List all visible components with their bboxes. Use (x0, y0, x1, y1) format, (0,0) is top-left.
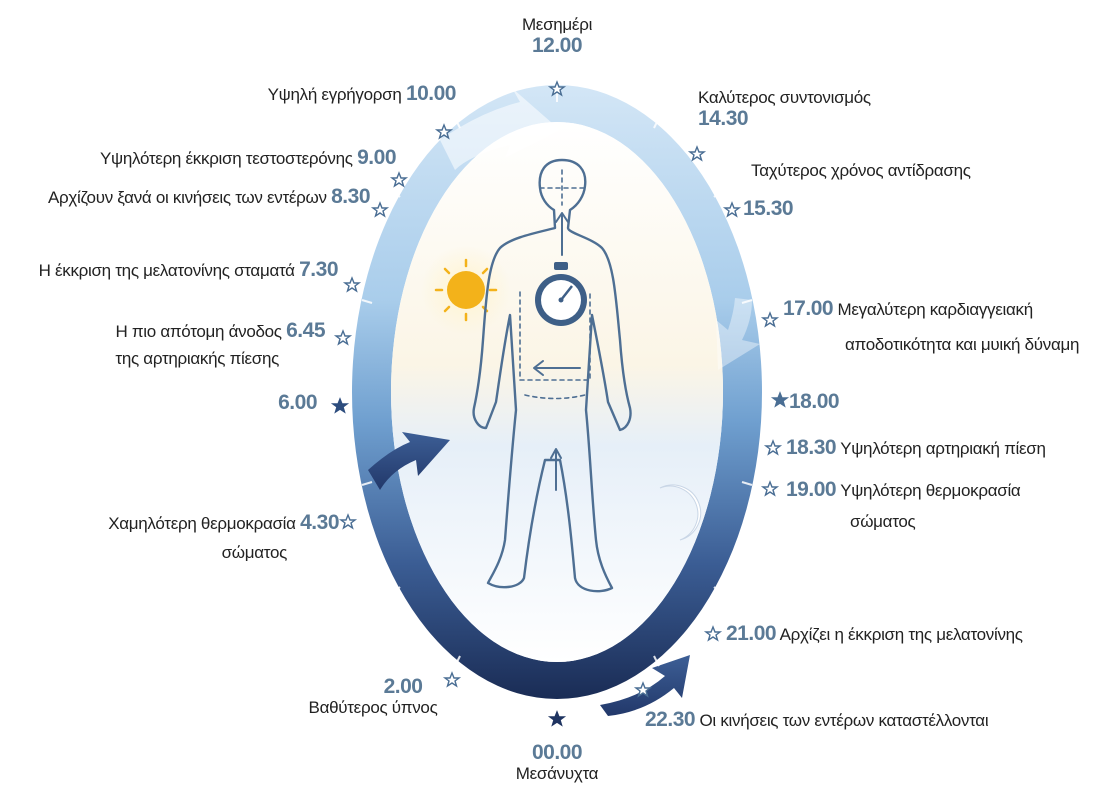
label-1000-time: 10.00 (406, 82, 456, 105)
star-marker-icon (706, 627, 720, 640)
sun-icon (421, 245, 511, 335)
star-marker-icon (690, 147, 704, 160)
label-1800: 18.00 (789, 391, 839, 413)
label-2100-time: 21.00 (726, 622, 776, 645)
star-marker-icon (333, 399, 347, 412)
label-noon-desc: Μεσημέρι (500, 14, 614, 35)
label-1430-time: 14.30 (698, 108, 871, 129)
label-2230-desc: Οι κινήσεις των εντέρων καταστέλλονται (700, 711, 989, 730)
label-1830-desc: Υψηλότερη αρτηριακή πίεση (840, 439, 1045, 458)
label-1900-line2: σώματος (850, 511, 915, 532)
label-0730: Η έκκριση της μελατονίνης σταματά 7.30 (39, 259, 338, 281)
label-0830: Αρχίζουν ξανά οι κινήσεις των εντέρων 8.… (48, 186, 370, 208)
label-1900-time: 19.00 (786, 478, 836, 501)
label-2100-desc: Αρχίζει η έκκριση της μελατονίνης (780, 625, 1023, 644)
star-marker-icon (341, 515, 355, 528)
label-1900-desc1: Υψηλότερη θερμοκρασία (840, 481, 1020, 500)
label-1700-line2: αποδοτικότητα και μυική δύναμη (845, 334, 1079, 355)
star-marker-icon (345, 278, 359, 291)
label-0645-time: 6.45 (286, 319, 325, 342)
label-midnight-time: 00.00 (490, 742, 624, 763)
label-2100: 21.00 Αρχίζει η έκκριση της μελατονίνης (726, 623, 1023, 645)
label-0900-time: 9.00 (357, 146, 396, 169)
label-1530-desc: Ταχύτερος χρόνος αντίδρασης (751, 161, 971, 180)
label-1430: Καλύτερος συντονισμός 14.30 (698, 87, 871, 129)
star-marker-icon (725, 203, 739, 216)
inner-disc (391, 122, 723, 662)
star-marker-icon (336, 331, 350, 344)
label-1800-time: 18.00 (789, 390, 839, 413)
label-1700-time: 17.00 (783, 297, 833, 320)
label-0600-time: 6.00 (278, 391, 317, 414)
label-midnight-desc: Μεσάνυχτα (490, 763, 624, 784)
label-0830-desc: Αρχίζουν ξανά οι κινήσεις των εντέρων (48, 188, 327, 207)
star-marker-icon (773, 393, 787, 406)
label-0430: Χαμηλότερη θερμοκρασία 4.30 (108, 512, 339, 534)
label-1830: 18.30 Υψηλότερη αρτηριακή πίεση (786, 437, 1046, 459)
label-1530-time: 15.30 (743, 197, 793, 220)
star-marker-icon (373, 203, 387, 216)
label-1900-desc2: σώματος (850, 512, 915, 531)
label-1000: Υψηλή εγρήγορση 10.00 (268, 83, 456, 105)
label-noon-time: 12.00 (500, 35, 614, 56)
label-0200: 2.00 Βαθύτερος ύπνος (283, 676, 463, 718)
label-1700-desc1: Μεγαλύτερη καρδιαγγειακή (838, 300, 1033, 319)
label-0645-desc1: Η πιο απότομη άνοδος (115, 322, 281, 341)
label-0430-line2: σώματος (222, 542, 287, 563)
label-0645: Η πιο απότομη άνοδος 6.45 (115, 320, 325, 342)
star-marker-icon (392, 173, 406, 186)
label-0730-time: 7.30 (299, 258, 338, 281)
star-marker-icon (763, 313, 777, 326)
label-0830-time: 8.30 (331, 185, 370, 208)
label-2230: 22.30 Οι κινήσεις των εντέρων καταστέλλο… (645, 709, 988, 731)
star-marker-icon (766, 441, 780, 454)
label-0430-desc2: σώματος (222, 543, 287, 562)
label-1530-desc-row: Ταχύτερος χρόνος αντίδρασης (751, 160, 971, 181)
label-1900: 19.00 Υψηλότερη θερμοκρασία (786, 479, 1020, 501)
label-0200-desc: Βαθύτερος ύπνος (283, 697, 463, 718)
label-noon: Μεσημέρι 12.00 (500, 14, 614, 56)
label-2230-time: 22.30 (645, 708, 695, 731)
label-0430-time: 4.30 (300, 511, 339, 534)
star-marker-icon (763, 482, 777, 495)
label-1700: 17.00 Μεγαλύτερη καρδιαγγειακή (783, 298, 1033, 320)
label-1530-time-row: 15.30 (743, 198, 793, 220)
label-0730-desc: Η έκκριση της μελατονίνης σταματά (39, 261, 295, 280)
label-0430-desc1: Χαμηλότερη θερμοκρασία (108, 514, 295, 533)
label-0200-time: 2.00 (283, 676, 463, 697)
label-0645-desc2: της αρτηριακής πίεσης (115, 349, 279, 368)
label-1000-desc: Υψηλή εγρήγορση (268, 85, 402, 104)
label-1830-time: 18.30 (786, 436, 836, 459)
star-marker-icon (550, 712, 564, 725)
label-0600: 6.00 (278, 392, 317, 414)
label-1430-desc: Καλύτερος συντονισμός (698, 87, 871, 108)
label-1700-desc2: αποδοτικότητα και μυική δύναμη (845, 335, 1079, 354)
label-midnight: 00.00 Μεσάνυχτα (490, 742, 624, 784)
label-0900-desc: Υψηλότερη έκκριση τεστοστερόνης (100, 149, 353, 168)
label-0645-line2: της αρτηριακής πίεσης (115, 348, 279, 369)
label-0900: Υψηλότερη έκκριση τεστοστερόνης 9.00 (100, 147, 396, 169)
